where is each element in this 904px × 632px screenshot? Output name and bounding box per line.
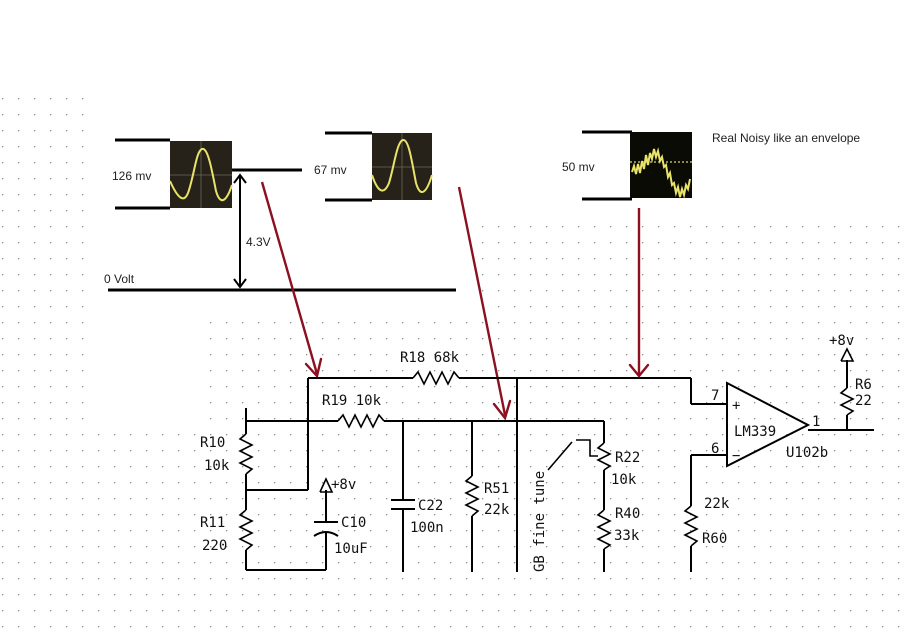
r6x-name: R6 [855, 377, 872, 393]
plus-input: + [732, 398, 740, 414]
r19-label: R19 10k [322, 393, 382, 409]
pin-6: 6 [711, 441, 719, 457]
opamp-name: LM339 [734, 424, 776, 440]
opamp-ref: U102b [786, 445, 828, 461]
scope-thumbnail-3 [630, 132, 692, 199]
minus-input: − [732, 448, 740, 464]
c10-supply: +8v [331, 477, 356, 493]
ground-reference: 0 Volt [104, 272, 456, 292]
r22-value: 10k [611, 472, 637, 488]
r10-name: R10 [200, 435, 225, 451]
dc-offset-indicator: 4.3V [233, 173, 271, 289]
scope-thumbnail-2 [371, 133, 433, 200]
c22-value: 100n [410, 520, 444, 536]
output-pin: 1 [812, 414, 820, 430]
probe-3-note: Real Noisy like an envelope [712, 131, 860, 145]
r51-value: 22k [484, 502, 510, 518]
probe-2-marker: 67 mv [314, 131, 372, 202]
fine-tune-label: GB fine tune [532, 471, 548, 572]
schematic: R18 68k R19 10k R10 10k R11 220 +8v C10 … [200, 333, 874, 572]
pullup-supply: +8v [829, 333, 854, 349]
r10-value: 10k [204, 458, 230, 474]
r40-name: R40 [615, 506, 640, 522]
grid-left [0, 96, 96, 632]
dc-offset-label: 4.3V [246, 235, 271, 249]
c10-name: C10 [341, 515, 366, 531]
r18-label: R18 68k [400, 350, 460, 366]
r40-value: 33k [614, 528, 640, 544]
r60-name: R60 [702, 531, 727, 547]
probe-3-marker: 50 mv Real Noisy like an envelope [562, 130, 860, 201]
r6x-value: 22 [855, 393, 872, 409]
r11-value: 220 [202, 538, 227, 554]
grid-lower [96, 328, 904, 632]
c22-name: C22 [418, 498, 443, 514]
r11-name: R11 [200, 515, 225, 531]
r60-value: 22k [704, 496, 730, 512]
pin-7: 7 [711, 388, 719, 404]
r22-name: R22 [615, 450, 640, 466]
r51-name: R51 [484, 481, 509, 497]
probe-2-level: 67 mv [314, 163, 347, 177]
scope-thumbnail-1 [169, 141, 233, 208]
probe-3-level: 50 mv [562, 160, 595, 174]
probe-1-marker: 126 mv [112, 138, 302, 210]
probe-1-level: 126 mv [112, 169, 151, 183]
ground-label: 0 Volt [104, 272, 135, 286]
c10-value: 10uF [334, 541, 368, 557]
